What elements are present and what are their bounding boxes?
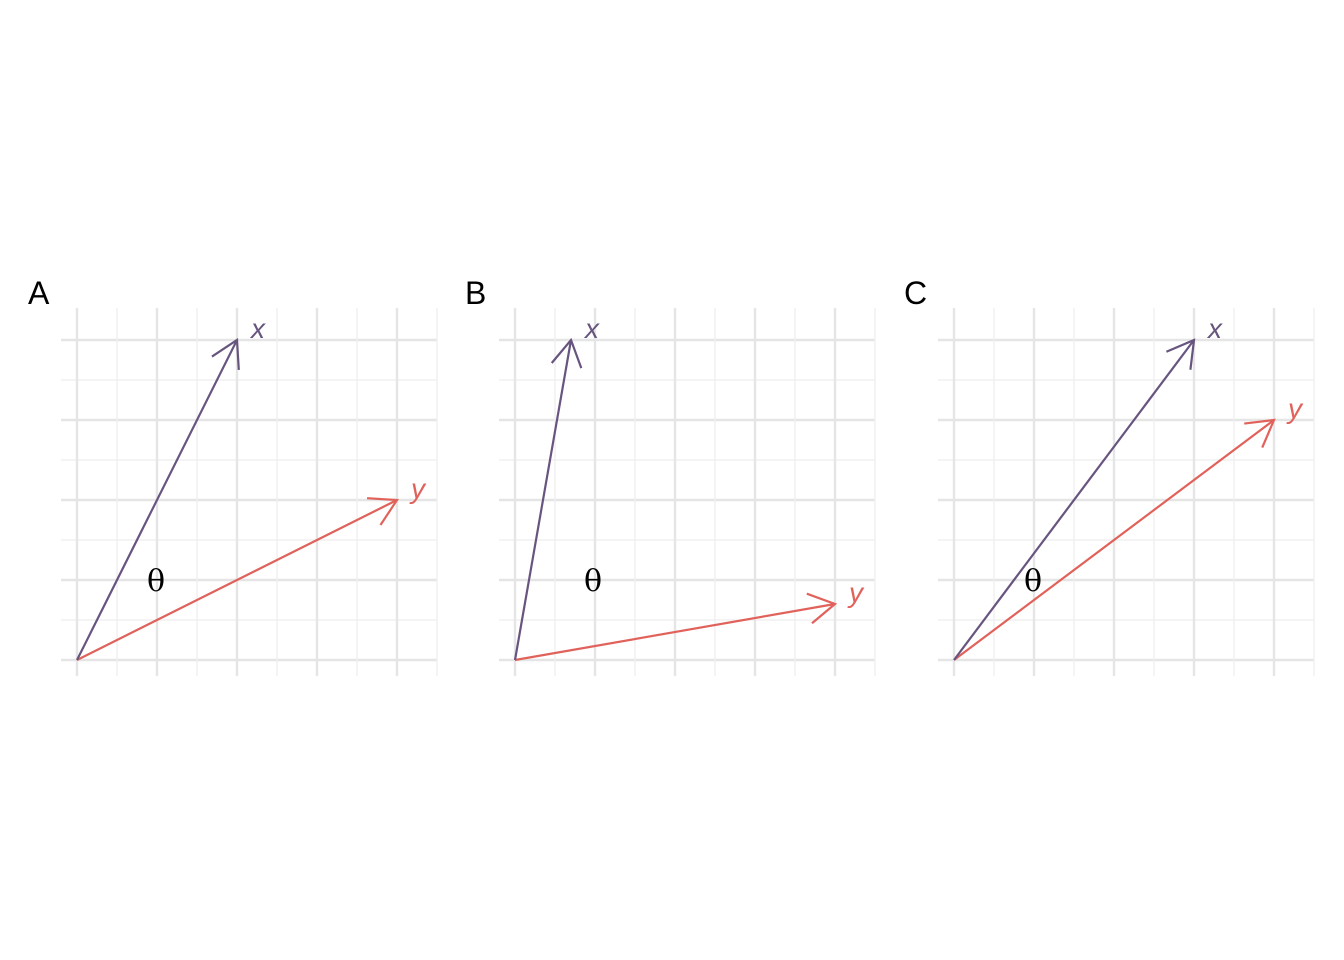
panel-b-y-label: y — [847, 577, 865, 608]
y-vector-head — [366, 497, 399, 526]
panel-a-vectors — [76, 338, 399, 661]
y-vector-shaft — [514, 602, 836, 662]
panel-c-y-label: y — [1286, 393, 1304, 424]
y-vector-shaft — [953, 419, 1275, 661]
y-vector-head — [1244, 418, 1276, 449]
panel-c-grid — [938, 308, 1315, 676]
panel-c-vectors — [953, 338, 1276, 661]
y-vector-head — [806, 592, 838, 625]
panel-b-vectors — [513, 337, 838, 662]
y-vector-shaft — [76, 499, 398, 661]
panel-b-tag: B — [465, 275, 486, 311]
panel-c-tag: C — [904, 275, 927, 311]
panel-a-grid — [61, 308, 438, 676]
panel-a-theta-label: θ — [147, 564, 165, 599]
panel-c-x-label: x — [1206, 313, 1223, 344]
panel-b-x-label: x — [583, 313, 600, 344]
panel-b-grid — [499, 308, 876, 676]
panel-a-x-label: x — [249, 313, 266, 344]
panel-c: C x y θ — [904, 275, 1315, 676]
x-vector-shaft — [953, 339, 1195, 661]
x-vector-shaft — [513, 339, 573, 661]
x-vector-head — [550, 337, 583, 369]
panel-b-theta-label: θ — [584, 564, 602, 599]
panel-c-theta-label: θ — [1024, 564, 1042, 599]
x-vector-head — [1165, 338, 1196, 370]
panel-b: B x y θ — [465, 275, 876, 676]
panel-a-y-label: y — [409, 473, 427, 504]
x-vector-shaft — [76, 339, 238, 661]
panel-a: A x y θ — [28, 275, 438, 676]
panel-a-tag: A — [28, 275, 50, 311]
x-vector-head — [211, 338, 240, 371]
